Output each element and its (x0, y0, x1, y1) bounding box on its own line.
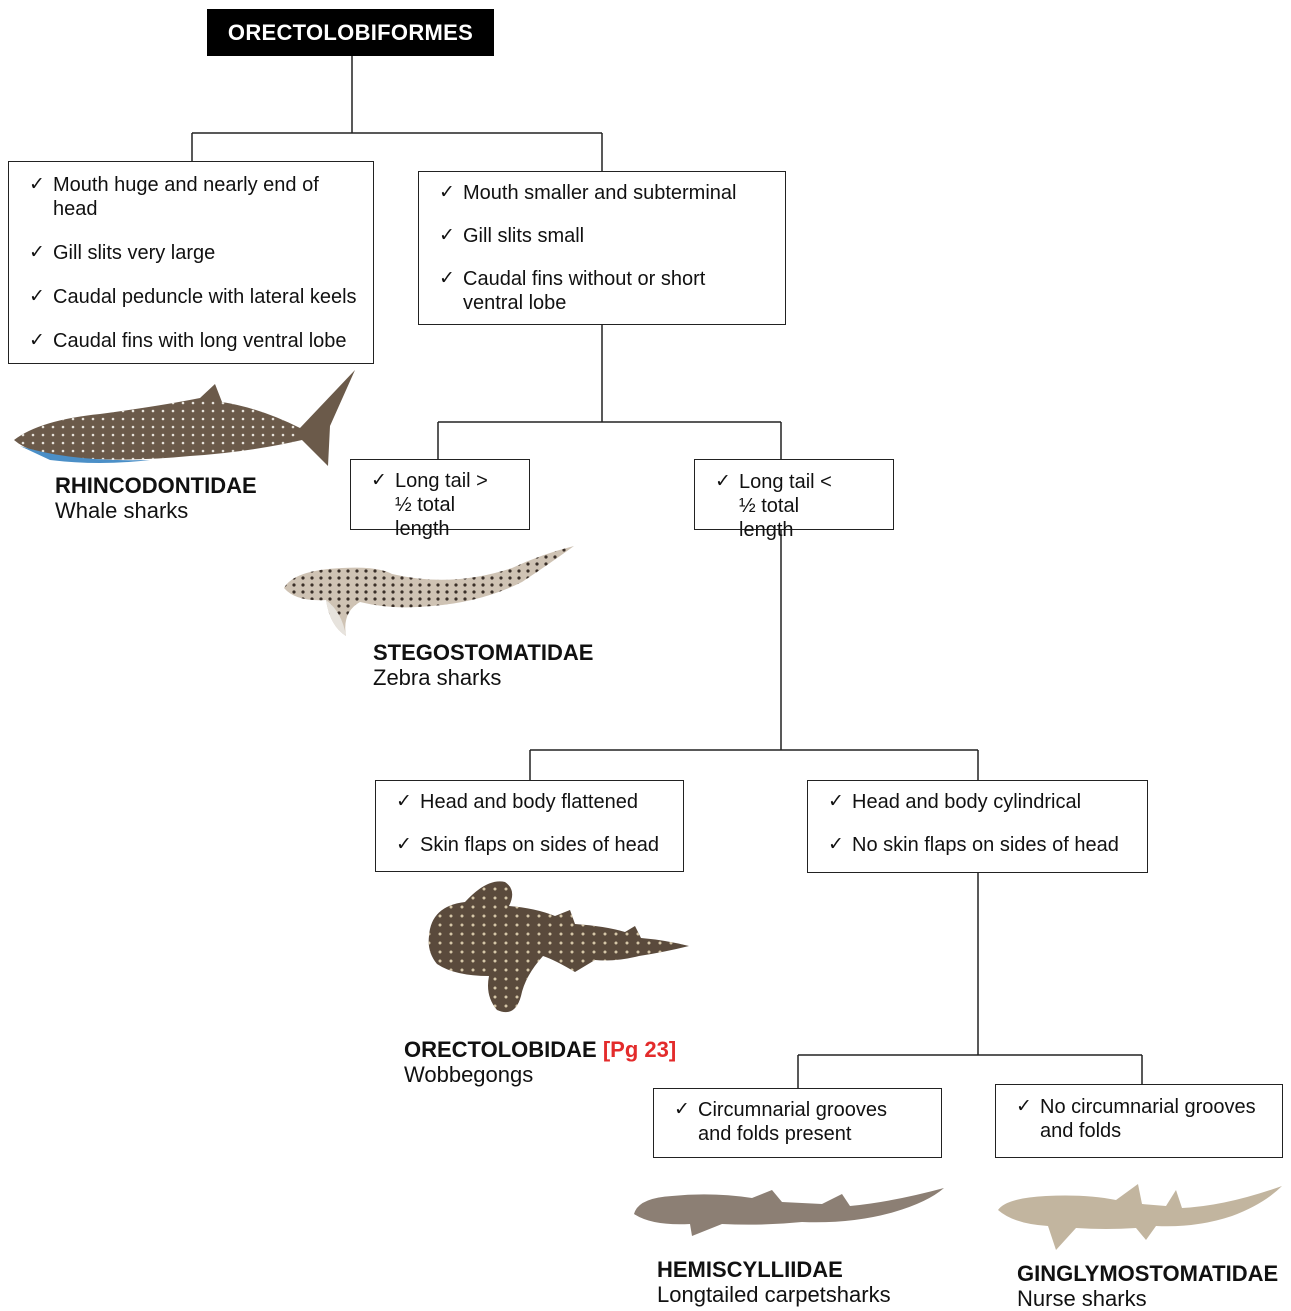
criterion: ✓Circumnarial grooves and folds present (674, 1099, 887, 1145)
check-icon: ✓ (828, 834, 844, 855)
criterion: ✓No circumnarial grooves and folds (1016, 1096, 1256, 1142)
family-name: RHINCODONTIDAE (55, 473, 257, 498)
common-name: Zebra sharks (373, 665, 502, 690)
check-icon: ✓ (715, 471, 731, 492)
check-icon: ✓ (29, 330, 45, 351)
criterion: ✓Caudal fins with long ventral lobe (29, 330, 347, 352)
carpetshark-image (632, 1180, 946, 1247)
criteria-box-whale-shark: ✓Mouth huge and nearly end of head ✓Gill… (8, 161, 374, 364)
criterion: ✓No skin flaps on sides of head (828, 834, 1119, 856)
check-icon: ✓ (439, 225, 455, 246)
taxon-rhincodontidae: RHINCODONTIDAE Whale sharks (55, 473, 257, 523)
criteria-box-cylindrical: ✓Head and body cylindrical ✓No skin flap… (807, 780, 1148, 873)
check-icon: ✓ (439, 182, 455, 203)
check-icon: ✓ (29, 242, 45, 263)
taxon-orectolobidae: ORECTOLOBIDAE [Pg 23] Wobbegongs (404, 1037, 676, 1087)
connector-body-split (529, 530, 979, 780)
criteria-box-flattened: ✓Head and body flattened ✓Skin flaps on … (375, 780, 684, 872)
criteria-box-long-tail-lt-half: ✓Long tail < ½ total length (694, 459, 894, 541)
criteria-box-grooves-present: ✓Circumnarial grooves and folds present (653, 1088, 942, 1158)
common-name: Longtailed carpetsharks (657, 1282, 891, 1307)
criterion: ✓Head and body cylindrical (828, 791, 1082, 813)
check-icon: ✓ (828, 791, 844, 812)
common-name: Nurse sharks (1017, 1286, 1147, 1311)
nurse-shark-image (996, 1180, 1284, 1259)
common-name: Whale sharks (55, 498, 189, 523)
taxon-stegostomatidae: STEGOSTOMATIDAE Zebra sharks (373, 640, 593, 690)
taxon-hemiscylliidae: HEMISCYLLIIDAE Longtailed carpetsharks (657, 1257, 891, 1307)
check-icon: ✓ (396, 834, 412, 855)
whale-shark-image (10, 368, 362, 473)
connector-groove-split (797, 873, 1143, 1088)
root-node-orectolobiformes: ORECTOLOBIFORMES (207, 9, 494, 56)
criterion: ✓Caudal peduncle with lateral keels (29, 286, 357, 308)
criterion: ✓Head and body flattened (396, 791, 638, 813)
family-name: GINGLYMOSTOMATIDAE (1017, 1261, 1279, 1286)
criterion: ✓Mouth smaller and subterminal (439, 182, 737, 204)
criterion: ✓Skin flaps on sides of head (396, 834, 660, 856)
page-reference-link[interactable]: [Pg 23] (602, 1037, 677, 1062)
check-icon: ✓ (29, 286, 45, 307)
check-icon: ✓ (674, 1099, 690, 1120)
check-icon: ✓ (1016, 1096, 1032, 1117)
zebra-shark-image (282, 540, 578, 645)
criteria-box-no-grooves: ✓No circumnarial grooves and folds (995, 1084, 1283, 1158)
criterion: ✓Long tail > ½ total length (371, 470, 488, 540)
family-name: STEGOSTOMATIDAE (373, 640, 594, 665)
check-icon: ✓ (439, 268, 455, 289)
taxon-ginglymostomatidae: GINGLYMOSTOMATIDAE Nurse sharks (1017, 1261, 1278, 1311)
criterion: ✓Mouth huge and nearly end of head (29, 174, 319, 220)
check-icon: ✓ (396, 791, 412, 812)
criterion: ✓Gill slits very large (29, 242, 216, 264)
check-icon: ✓ (371, 470, 387, 491)
criteria-box-long-tail-ge-half: ✓Long tail > ½ total length (350, 459, 530, 540)
criterion: ✓Caudal fins without or short ventral lo… (439, 268, 706, 314)
criterion: ✓Long tail < ½ total length (715, 471, 832, 541)
wobbegong-image (425, 876, 691, 1023)
connector-tail-split (437, 325, 782, 459)
family-name: ORECTOLOBIDAE (404, 1037, 597, 1062)
criterion: ✓Gill slits small (439, 225, 585, 247)
check-icon: ✓ (29, 174, 45, 195)
common-name: Wobbegongs (404, 1062, 534, 1087)
criteria-box-small-mouth: ✓Mouth smaller and subterminal ✓Gill sli… (418, 171, 786, 325)
connector-root (191, 56, 603, 171)
family-name: HEMISCYLLIIDAE (657, 1257, 843, 1282)
